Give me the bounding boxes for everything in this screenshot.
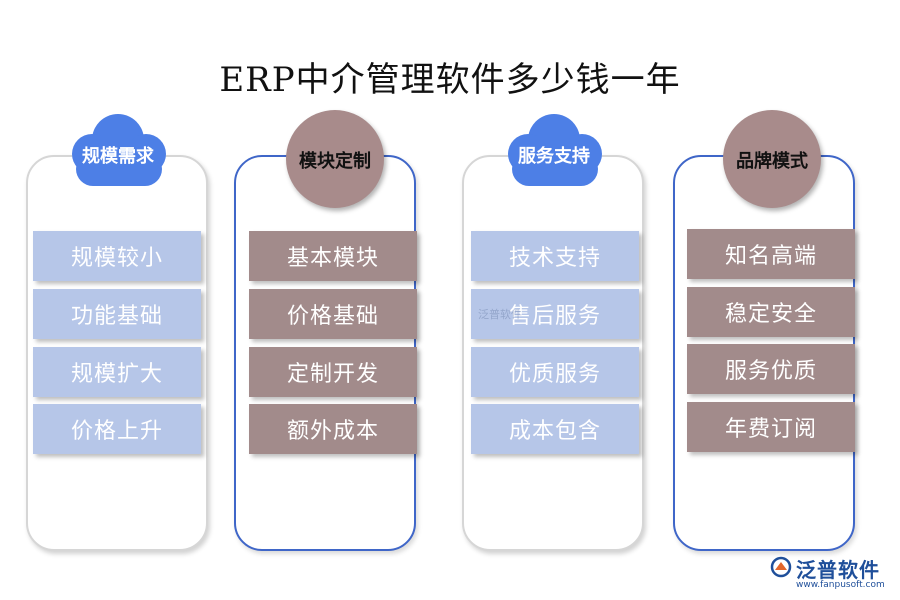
brand-logo: 泛普软件 www.fanpusoft.com	[770, 554, 894, 594]
list-item: 价格上升	[33, 404, 201, 454]
list-item: 服务优质	[687, 344, 855, 394]
column-header-service: 服务支持	[494, 102, 614, 192]
column-header-label: 服务支持	[518, 146, 590, 167]
column-header-label: 品牌模式	[736, 151, 808, 172]
cloud-icon	[72, 114, 166, 186]
list-item: 额外成本	[249, 404, 417, 454]
list-item: 规模扩大	[33, 347, 201, 397]
list-item: 定制开发	[249, 347, 417, 397]
list-item: 价格基础	[249, 289, 417, 339]
list-item: 成本包含	[471, 404, 639, 454]
logo-name: 泛普软件	[796, 558, 880, 582]
column-header-label: 模块定制	[299, 151, 371, 172]
watermark: 泛普软件	[478, 308, 522, 321]
logo-url: www.fanpusoft.com	[796, 580, 885, 590]
page-title: ERP中介管理软件多少钱一年	[219, 60, 681, 100]
list-item: 规模较小	[33, 231, 201, 281]
list-item: 技术支持	[471, 231, 639, 281]
cloud-icon	[508, 114, 602, 186]
list-item: 基本模块	[249, 231, 417, 281]
column-header-module: 模块定制	[286, 110, 384, 208]
column-header-brand: 品牌模式	[723, 110, 821, 208]
list-item: 知名高端	[687, 229, 855, 279]
list-item: 稳定安全	[687, 287, 855, 337]
list-item: 功能基础	[33, 289, 201, 339]
list-item: 售后服务	[471, 289, 639, 339]
list-item: 优质服务	[471, 347, 639, 397]
list-item: 年费订阅	[687, 402, 855, 452]
column-header-label: 规模需求	[82, 146, 154, 167]
column-header-scale: 规模需求	[58, 102, 178, 192]
logo-mark-icon	[770, 556, 792, 578]
